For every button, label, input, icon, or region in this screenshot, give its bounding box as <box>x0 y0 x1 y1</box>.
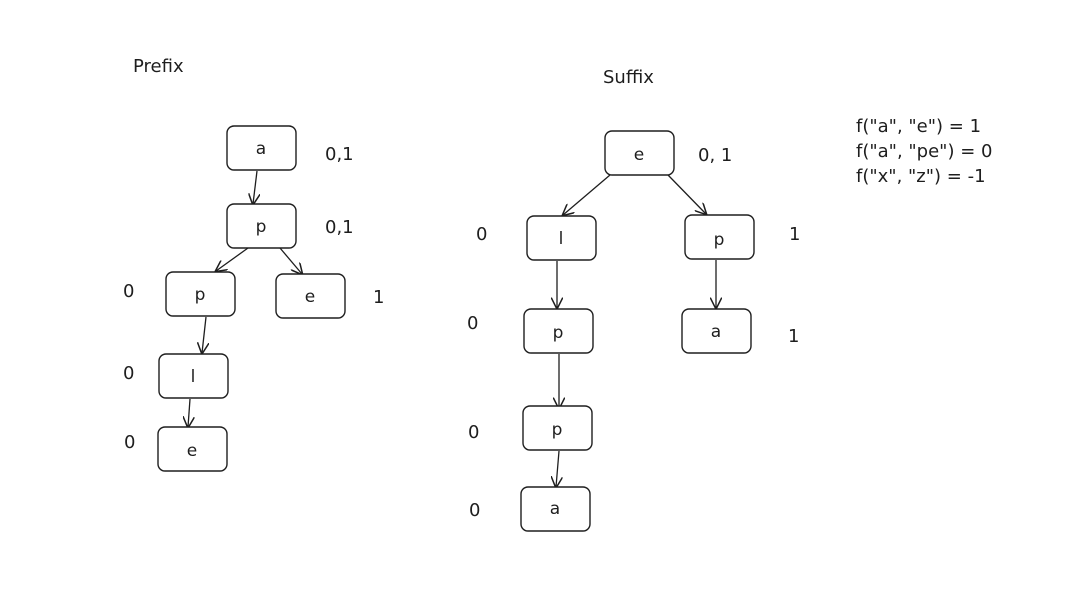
suffix-edge-e-l <box>563 174 611 215</box>
suffix-node-l: l <box>526 215 597 261</box>
equations: f("a", "e") = 1 f("a", "pe") = 0 f("x", … <box>856 116 992 187</box>
suffix-count-e: 0, 1 <box>698 145 732 166</box>
suffix-count-a1: 1 <box>788 326 799 347</box>
suffix-count-a2: 0 <box>469 500 480 521</box>
suffix-edge-p-a2 <box>556 450 559 487</box>
suffix-node-p2: p <box>523 308 594 354</box>
prefix-edge-p-p <box>216 247 249 271</box>
suffix-count-p2: 0 <box>467 313 478 334</box>
prefix-count-p1: 0,1 <box>325 217 354 238</box>
prefix-count-e1: 1 <box>373 287 384 308</box>
suffix-edge-e-p <box>667 174 706 214</box>
prefix-node-p2: p <box>165 271 236 317</box>
prefix-title: Prefix <box>133 56 184 77</box>
node-label: a <box>550 499 560 519</box>
prefix-edge-p-e <box>279 247 302 274</box>
prefix-node-e2: e <box>157 426 228 472</box>
prefix-edge-l-e <box>188 398 190 427</box>
suffix-node-a2: a <box>520 486 591 532</box>
prefix-count-a: 0,1 <box>325 144 354 165</box>
prefix-edge-a-p <box>253 170 257 204</box>
node-label: e <box>305 287 315 307</box>
prefix-node-p1: p <box>226 203 297 249</box>
suffix-title: Suffix <box>603 67 654 88</box>
node-label: e <box>187 441 197 461</box>
node-label: l <box>559 229 564 249</box>
prefix-node-l: l <box>158 353 229 399</box>
suffix-count-p3: 0 <box>468 422 479 443</box>
prefix-edges <box>188 170 302 427</box>
node-label: p <box>553 323 564 343</box>
prefix-count-l: 0 <box>123 363 134 384</box>
node-label: p <box>256 217 267 237</box>
prefix-count-e2: 0 <box>124 432 135 453</box>
node-label: e <box>634 145 644 165</box>
suffix-node-a1: a <box>681 308 752 354</box>
suffix-node-p1: p <box>684 214 755 260</box>
equation-2: f("a", "pe") = 0 <box>856 141 992 162</box>
equation-3: f("x", "z") = -1 <box>856 166 986 187</box>
node-label: l <box>191 367 196 387</box>
node-label: a <box>256 139 266 159</box>
suffix-edges <box>556 174 716 487</box>
prefix-edge-p-l <box>202 316 206 353</box>
prefix-node-e1: e <box>275 273 346 319</box>
node-label: p <box>195 285 206 305</box>
equation-1: f("a", "e") = 1 <box>856 116 981 137</box>
node-label: p <box>552 420 563 440</box>
suffix-count-l: 0 <box>476 224 487 245</box>
prefix-count-p2: 0 <box>123 281 134 302</box>
node-label: p <box>714 230 725 250</box>
prefix-node-a: a <box>226 125 297 171</box>
suffix-node-e: e <box>604 130 675 176</box>
node-label: a <box>711 322 721 342</box>
suffix-node-p3: p <box>522 405 593 451</box>
suffix-count-p1: 1 <box>789 224 800 245</box>
